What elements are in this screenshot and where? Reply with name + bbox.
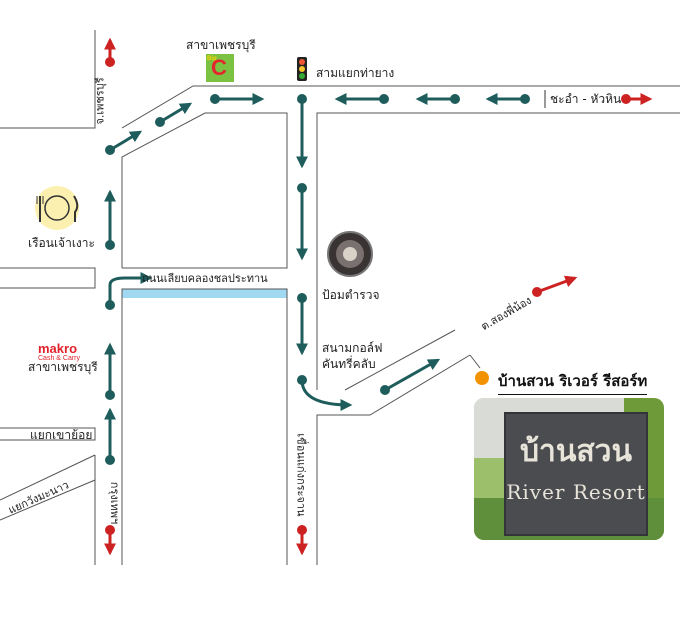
restaurant-plate-icon <box>35 186 79 230</box>
label-branch-top: สาขาเพชรบุรี <box>186 38 256 52</box>
big-c-logo: Big C <box>206 54 234 82</box>
label-road-left-top: จ.เพชรบุรี <box>93 77 107 125</box>
resort-title: บ้านสวน ริเวอร์ รีสอร์ท <box>498 369 648 395</box>
police-emblem-icon <box>327 231 373 277</box>
location-marker-icon <box>475 371 489 385</box>
label-golf-2: คันทรี่คลับ <box>322 357 376 371</box>
canal <box>122 289 287 298</box>
resort-signboard: บ้านสวน River Resort <box>504 412 648 536</box>
traffic-light-icon <box>297 57 307 81</box>
resort-sign-photo: บ้านสวน River Resort <box>474 398 664 540</box>
route-arrows <box>104 93 530 465</box>
label-dam-road: เขื่อนแก่งกระจาน <box>294 433 308 517</box>
exit-arrows <box>104 37 653 556</box>
road-edges <box>0 30 680 565</box>
label-khao-yoi: แยกเขาย้อย <box>30 428 93 442</box>
label-golf-1: สนามกอล์ฟ <box>322 341 383 355</box>
label-makro-branch: สาขาเพชรบุรี <box>28 360 98 374</box>
label-canal-road: ถนนเลียบคลองชลประทาน <box>142 272 268 285</box>
label-police-box: ป้อมตำรวจ <box>322 288 380 302</box>
makro-logo: makro Cash & Carry <box>38 341 81 362</box>
label-three-way: สามแยกท่ายาง <box>316 66 395 80</box>
label-road-left-bottom: กรุงเทพฯ <box>108 481 122 525</box>
label-restaurant: เรือนเจ้าเงาะ <box>28 236 95 250</box>
label-destination-right: ชะอำ - หัวหิน <box>550 92 622 106</box>
